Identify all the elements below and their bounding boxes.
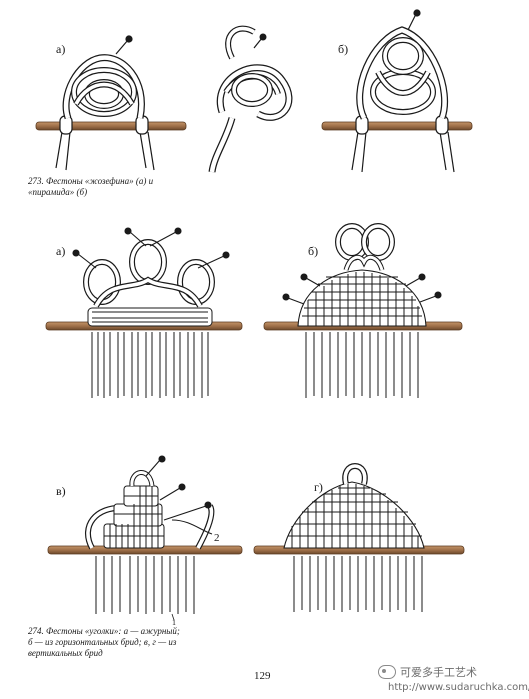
watermark-url: http://www.sudaruchka.com/	[388, 682, 529, 693]
fig-273-caption-line-2: «пирамида» (б)	[28, 187, 88, 197]
fig-273b-label: б)	[338, 42, 349, 56]
fig-274-caption-line-3: вертикальных брид	[28, 648, 103, 658]
chat-bubble-icon	[378, 665, 396, 679]
fig-274b-horizontal-bars	[263, 223, 463, 398]
watermark-brand-text: 可爱多手工艺术	[400, 666, 477, 679]
fig-274v-label: в)	[56, 484, 66, 498]
watermark-brand: 可爱多手工艺术	[378, 664, 477, 680]
fig-273-intermediate-knot	[208, 25, 293, 173]
fig-274b-label: б)	[308, 244, 319, 258]
fig-274-caption-line-2: б — из горизонтальных брид; в, г — из	[28, 637, 177, 647]
fig-274v-vertical-bars	[47, 455, 243, 621]
fig-274-caption: 274. Фестоны «уголки»: а — ажурный; б — …	[28, 626, 228, 659]
fig-274v-marker-2: 2	[214, 532, 220, 544]
fig-274g-label: г)	[314, 480, 323, 494]
fig-273-caption-line-1: 273. Фестоны «жозефина» (а) и	[28, 176, 154, 186]
fig-274v-marker-1: 1	[172, 618, 176, 627]
fig-274g-vertical-bars-pyramid	[253, 463, 465, 612]
fig-273a-josephine-festoon	[35, 35, 187, 171]
fig-273b-pyramid-festoon	[321, 9, 473, 173]
fig-273-caption: 273. Фестоны «жозефина» (а) и «пирамида»…	[28, 176, 218, 198]
page-number: 129	[254, 670, 271, 682]
fig-274-caption-line-1: 274. Фестоны «уголки»: а — ажурный;	[28, 626, 180, 636]
fig-273a-label: а)	[56, 42, 66, 56]
fig-274a-openwork-corners	[45, 227, 243, 398]
fig-274a-label: а)	[56, 244, 66, 258]
